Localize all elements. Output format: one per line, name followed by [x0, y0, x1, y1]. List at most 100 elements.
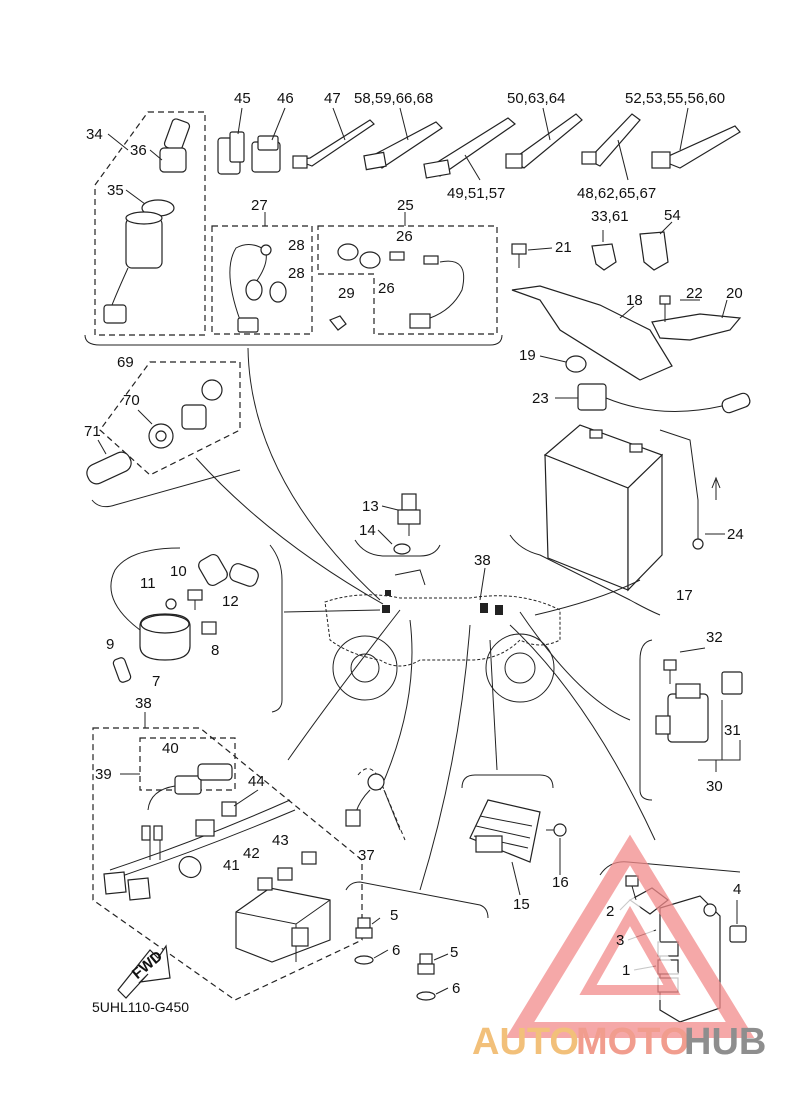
label-26b: 26	[378, 280, 395, 297]
bolt-10	[187, 589, 203, 610]
bolt-16	[546, 823, 567, 837]
washer-6b	[416, 991, 436, 1001]
relay-30	[655, 683, 709, 743]
key-36	[159, 118, 191, 173]
label-27: 27	[251, 197, 268, 214]
damper-19	[565, 355, 587, 373]
coupler-4	[729, 925, 747, 943]
group-27-outline	[211, 225, 313, 335]
label-7: 7	[152, 673, 160, 690]
group-34-outline	[94, 111, 206, 336]
fuse-31	[721, 671, 743, 695]
label-36: 36	[130, 142, 147, 159]
watermark-moto: MOTO	[576, 1021, 689, 1063]
clamp-54	[639, 231, 669, 271]
label-22: 22	[686, 285, 703, 302]
label-49: 49,51,57	[447, 185, 505, 202]
group-69-outline	[99, 361, 241, 476]
cover-20	[651, 313, 742, 341]
label-44: 44	[248, 773, 265, 790]
wire-terminal	[721, 392, 751, 414]
label-9: 9	[106, 636, 114, 653]
watermark-triangle	[505, 834, 755, 1038]
sockets-26	[337, 243, 465, 329]
label-32: 32	[706, 629, 723, 646]
label-21: 21	[555, 239, 572, 256]
label-13: 13	[362, 498, 379, 515]
fuse-43	[301, 851, 317, 865]
harness-brace	[84, 334, 503, 346]
plug-12	[198, 553, 228, 587]
connector-45	[217, 107, 245, 175]
clamp-33	[591, 243, 617, 271]
label-50: 50,63,64	[507, 90, 565, 107]
sleeve-9	[112, 657, 132, 683]
label-10: 10	[170, 563, 187, 580]
label-42: 42	[243, 845, 260, 862]
cable-tie-52	[651, 107, 741, 169]
main-switch-body	[103, 211, 163, 324]
label-35: 35	[107, 182, 124, 199]
label-40: 40	[162, 740, 179, 757]
watermark-auto: AUTO	[472, 1021, 579, 1063]
label-46: 46	[277, 90, 294, 107]
label-48: 48,62,65,67	[577, 185, 656, 202]
fuse-42	[277, 867, 293, 881]
label-25: 25	[397, 197, 414, 214]
label-6a: 6	[392, 942, 400, 959]
cable-24	[659, 429, 699, 540]
group-39-outline	[139, 737, 236, 791]
label-26a: 26	[396, 228, 413, 245]
label-31: 31	[724, 722, 741, 739]
label-71: 71	[84, 423, 101, 440]
washer-6a	[354, 955, 374, 965]
label-24: 24	[727, 526, 744, 543]
socket-69	[181, 379, 223, 430]
label-16: 16	[552, 874, 569, 891]
ecu-box	[235, 887, 331, 963]
watermark-hub: HUB	[684, 1021, 766, 1063]
label-70: 70	[123, 392, 140, 409]
harness-38	[103, 763, 331, 963]
gasket-14	[393, 543, 411, 555]
label-20: 20	[726, 285, 743, 302]
atv-outline	[324, 569, 561, 703]
label-30: 30	[706, 778, 723, 795]
label-2: 2	[606, 903, 614, 920]
label-12: 12	[222, 593, 239, 610]
grommet-29	[329, 315, 347, 331]
label-45: 45	[234, 90, 251, 107]
label-17: 17	[676, 587, 693, 604]
label-38b: 38	[135, 695, 152, 712]
label-19: 19	[519, 347, 536, 364]
label-28b: 28	[288, 265, 305, 282]
group-38-outline	[92, 727, 363, 1001]
label-41: 41	[223, 857, 240, 874]
label-11: 11	[140, 575, 156, 592]
connector-46	[251, 107, 286, 173]
label-5a: 5	[390, 907, 398, 924]
cap-71	[86, 451, 132, 485]
label-43: 43	[272, 832, 289, 849]
label-38a: 38	[474, 552, 491, 569]
sensor-13	[397, 493, 421, 536]
label-34: 34	[86, 126, 103, 143]
label-58: 58,59,66,68	[354, 90, 433, 107]
label-52: 52,53,55,56,60	[625, 90, 725, 107]
label-54: 54	[664, 207, 681, 224]
label-15: 15	[513, 896, 530, 913]
label-47: 47	[324, 90, 341, 107]
cable-tie-47	[292, 107, 375, 169]
label-1: 1	[622, 962, 630, 979]
battery-17	[543, 424, 664, 592]
cable-tie-50	[505, 107, 583, 169]
bolt-32	[663, 659, 677, 684]
fwd-arrow: FWD	[117, 944, 171, 999]
label-4: 4	[733, 881, 741, 898]
group-25-outline	[317, 225, 498, 335]
cable-tie-58	[363, 107, 443, 171]
cable-tie-48	[581, 113, 641, 181]
bolt-5b	[417, 953, 435, 975]
